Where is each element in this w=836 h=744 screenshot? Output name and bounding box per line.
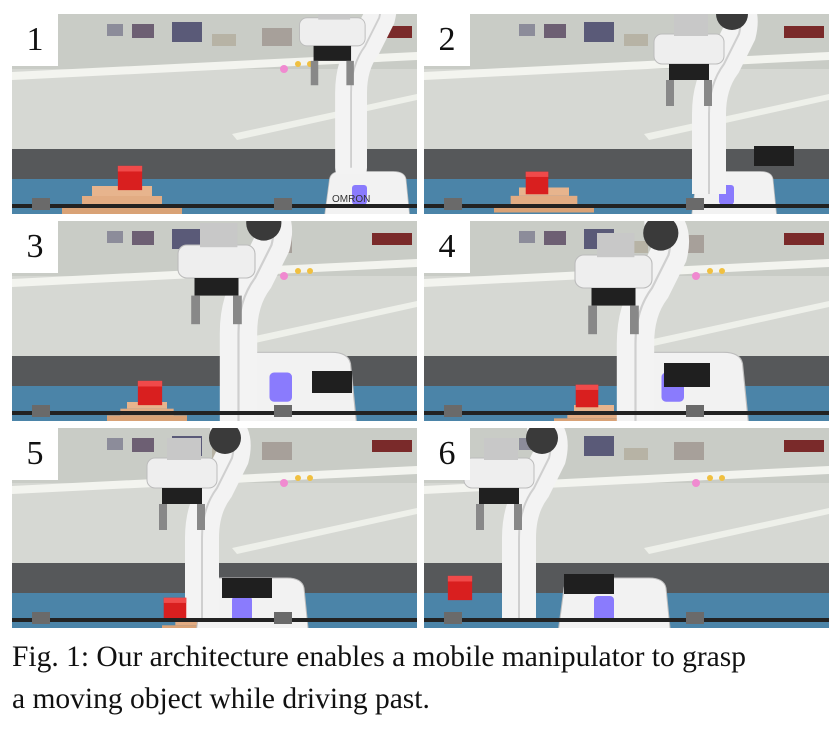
figure-panel-5: 5 xyxy=(12,428,417,628)
panel-number: 4 xyxy=(424,221,470,273)
panel-6-photo xyxy=(424,428,829,628)
figure-panel-2: 2 xyxy=(424,14,829,214)
figure-caption: Fig. 1: Our architecture enables a mobil… xyxy=(12,636,834,720)
panel-1-photo: OMRON xyxy=(12,14,417,214)
figure-panel-4: 4 xyxy=(424,221,829,421)
panel-number: 2 xyxy=(424,14,470,66)
panel-2-photo xyxy=(424,14,829,214)
figure-panel-3: 3 xyxy=(12,221,417,421)
figure-grid: OMRON 1 2 3 xyxy=(12,14,829,628)
base-brand-label: OMRON xyxy=(332,194,370,205)
panel-number: 3 xyxy=(12,221,58,273)
panel-number: 1 xyxy=(12,14,58,66)
figure-panel-6: 6 xyxy=(424,428,829,628)
figure-panel-1: OMRON 1 xyxy=(12,14,417,214)
panel-4-photo xyxy=(424,221,829,421)
panel-3-photo xyxy=(12,221,417,421)
caption-text: Fig. 1: Our architecture enables a mobil… xyxy=(12,641,746,715)
panel-5-photo xyxy=(12,428,417,628)
panel-number: 5 xyxy=(12,428,58,480)
panel-number: 6 xyxy=(424,428,470,480)
